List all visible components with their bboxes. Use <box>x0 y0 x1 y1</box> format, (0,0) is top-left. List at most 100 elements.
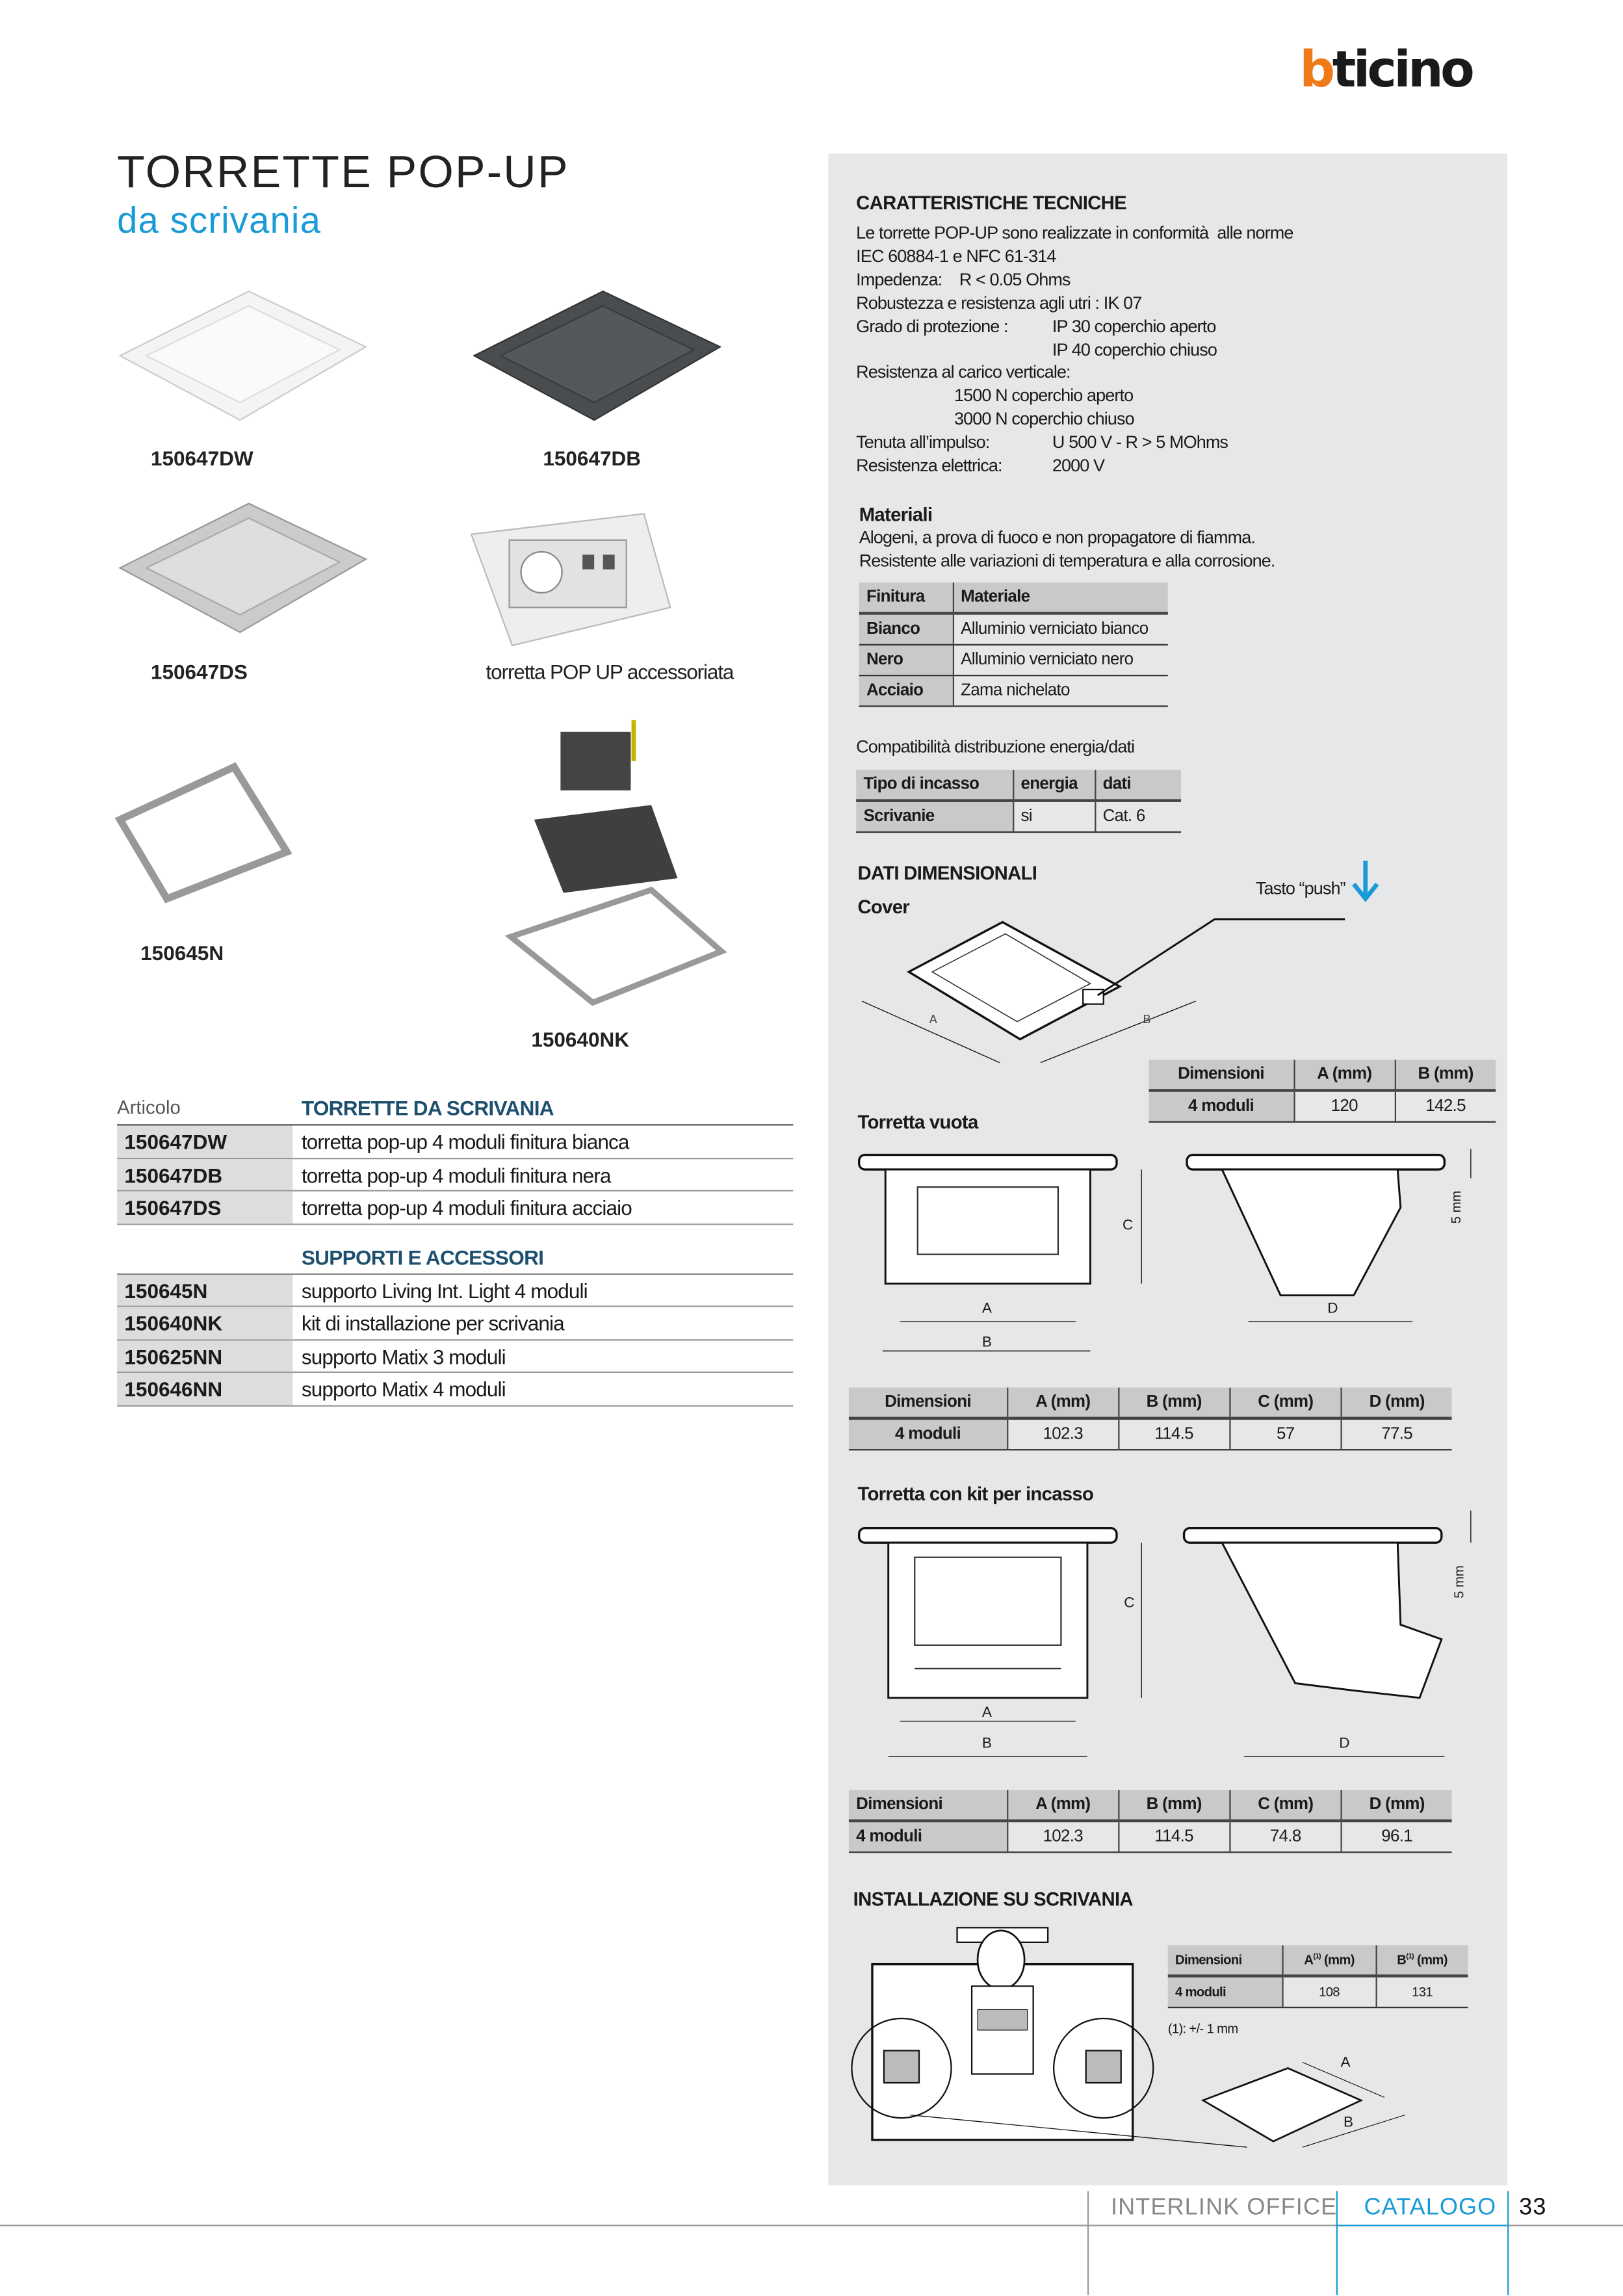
dim-label: 5 mm <box>1449 1190 1464 1224</box>
table-row: 150647DW torretta pop-up 4 moduli finitur… <box>117 1125 794 1159</box>
dim-label: 5 mm <box>1451 1565 1467 1598</box>
product-image-150647DS <box>118 502 368 633</box>
cell: Cat. 6 <box>1094 800 1182 833</box>
product-label: 150645N <box>140 941 224 965</box>
dims-title: DATI DIMENSIONALI <box>857 862 1037 884</box>
cell: 102.3 <box>1007 1820 1119 1853</box>
tech-title: CARATTERISTICHE TECNICHE <box>856 191 1126 214</box>
header-cell: D (mm) <box>1340 1387 1452 1420</box>
cell: Alluminio verniciato nero <box>952 644 1168 676</box>
header-cell: Tipo di incasso <box>856 770 1013 802</box>
articles-table: Articolo TORRETTE DA SCRIVANIA 150647DW to… <box>117 1093 794 1406</box>
article-code: 150625NN <box>117 1340 293 1372</box>
kit-title: Torretta con kit per incasso <box>857 1482 1094 1505</box>
cell: 74.8 <box>1228 1820 1342 1853</box>
article-desc: kit di installazione per scrivania <box>301 1311 565 1335</box>
tech-label: Resistenza al carico verticale: <box>856 361 1071 382</box>
compat-title: Compatibilità distribuzione energia/dati <box>856 736 1135 757</box>
page-number: 33 <box>1519 2195 1547 2221</box>
table-header: SUPPORTI E ACCESSORI <box>117 1242 794 1275</box>
header-cell: C (mm) <box>1228 1790 1342 1823</box>
product-label: 150640NK <box>531 1027 630 1051</box>
footer-divider <box>1087 2191 1089 2295</box>
header-cell: Dimensioni <box>848 1387 1008 1420</box>
table-row: 150647DB torretta pop-up 4 moduli finitur… <box>117 1158 794 1192</box>
article-code: 150645N <box>117 1274 293 1306</box>
dim-label: D <box>1327 1301 1338 1318</box>
cell: 77.5 <box>1340 1418 1452 1450</box>
cell: 4 moduli <box>1149 1090 1294 1122</box>
tech-line: Le torrette POP-UP sono realizzate in co… <box>856 222 1293 243</box>
cell: Zama nichelato <box>952 674 1168 707</box>
article-desc: torretta pop-up 4 moduli finitura nera <box>301 1162 612 1186</box>
header-unit: (mm) <box>1414 1952 1448 1968</box>
cell: 4 moduli <box>1167 1976 1283 2008</box>
article-code: 150640NK <box>117 1307 293 1339</box>
dim-label: B <box>1343 2115 1353 2132</box>
table-row: 150625NN supporto Matix 3 moduli <box>117 1340 794 1374</box>
dim-label: A <box>1340 2055 1351 2072</box>
tech-value: 3000 N coperchio chiuso <box>954 408 1135 429</box>
header-cell: A (mm) <box>1007 1387 1119 1420</box>
dim-label: D <box>1339 1736 1350 1753</box>
article-code: 150647DS <box>117 1191 293 1223</box>
tech-line: Robustezza e resistenza agli utri : IK 0… <box>856 293 1142 313</box>
footnote-ref: (1) <box>1406 1952 1414 1962</box>
footer-divider <box>1336 2191 1338 2295</box>
tech-value: 1500 N coperchio aperto <box>954 385 1134 406</box>
header-unit: (mm) <box>1320 1952 1355 1968</box>
dim-label: C <box>1124 1595 1135 1612</box>
header-cell: B (mm) <box>1117 1790 1230 1823</box>
tech-value: 2000 V <box>1052 455 1105 476</box>
section-title: TORRETTE DA SCRIVANIA <box>301 1096 554 1120</box>
materials-line: Resistente alle variazioni di temperatur… <box>859 550 1276 571</box>
install-cutout-diagram <box>1201 2061 1405 2148</box>
tech-label: Grado di protezione : <box>856 316 1008 337</box>
article-code: 150647DB <box>117 1158 293 1190</box>
cell: 57 <box>1228 1418 1342 1450</box>
empty-turret-diagram <box>858 1149 1472 1351</box>
header-cell: A(1) (mm) <box>1282 1945 1376 1977</box>
logo-b: b <box>1299 41 1335 100</box>
footer-section: INTERLINK OFFICE <box>1110 2195 1338 2221</box>
header-b: B <box>1397 1952 1407 1968</box>
cell: 142.5 <box>1394 1090 1496 1122</box>
article-code: 150647DW <box>117 1125 293 1157</box>
cell: 4 moduli <box>848 1418 1008 1450</box>
dim-label-a: A <box>929 1013 937 1026</box>
column-label: Articolo <box>117 1096 181 1119</box>
tech-value: U 500 V - R > 5 MOhms <box>1052 432 1228 452</box>
header-cell: A (mm) <box>1293 1060 1395 1092</box>
header-cell: B(1) (mm) <box>1375 1945 1468 1977</box>
article-desc: supporto Matix 3 moduli <box>301 1344 506 1368</box>
product-image-150647DW <box>118 290 368 421</box>
cell: Acciaio <box>859 674 953 707</box>
article-desc: supporto Matix 4 moduli <box>301 1377 506 1401</box>
page-subtitle: da scrivania <box>117 200 322 242</box>
article-desc: torretta pop-up 4 moduli finitura bianca <box>301 1130 630 1154</box>
dim-label: B <box>981 1335 992 1351</box>
tech-line: Impedenza: R < 0.05 Ohms <box>856 269 1071 290</box>
product-image-accessoriata <box>470 513 671 647</box>
header-cell: C (mm) <box>1228 1387 1342 1420</box>
product-image-150645N <box>114 762 292 904</box>
product-image-150640NK <box>504 720 727 1006</box>
cell: 120 <box>1293 1090 1395 1122</box>
dim-label: A <box>981 1705 992 1721</box>
footer-rule-blue <box>1336 2224 1508 2226</box>
dim-label: C <box>1122 1218 1134 1234</box>
footnote: (1): +/- 1 mm <box>1167 2021 1238 2036</box>
table-header: Articolo TORRETTE DA SCRIVANIA <box>117 1093 794 1126</box>
